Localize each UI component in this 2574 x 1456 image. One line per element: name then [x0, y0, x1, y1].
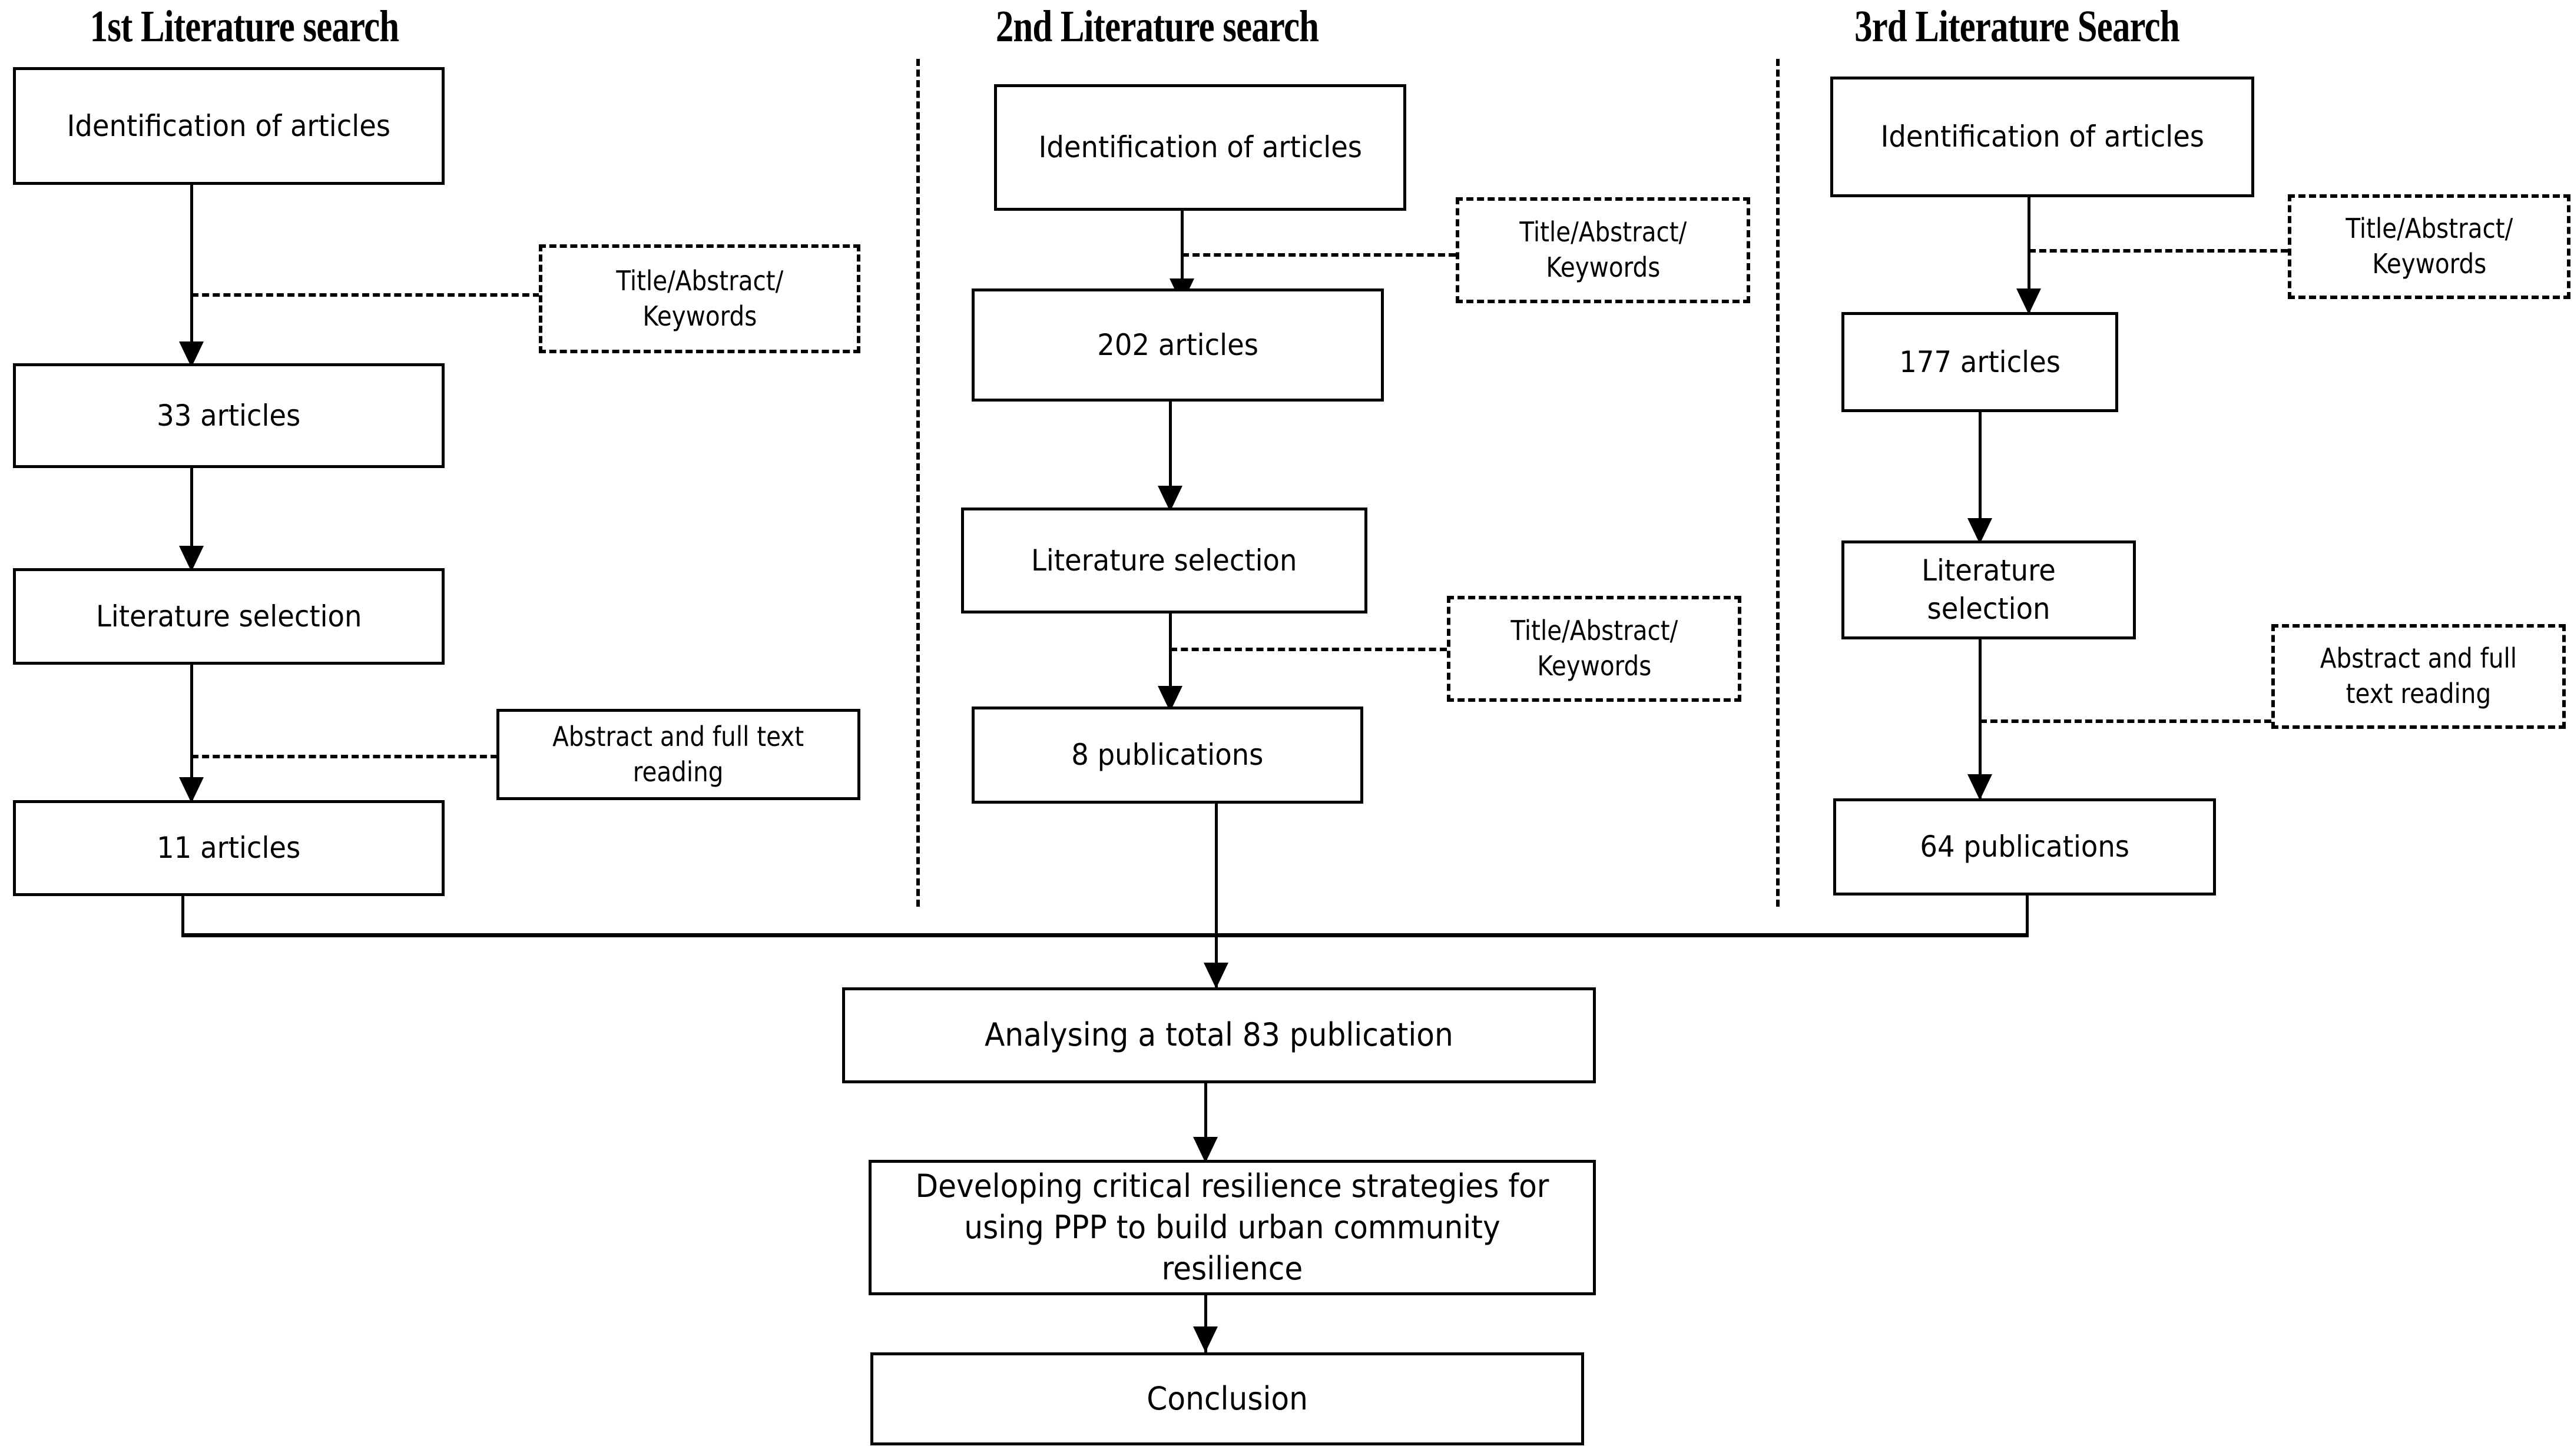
node-c1-selection[interactable]: Literature selection	[13, 568, 445, 665]
edge-c2-3	[1169, 613, 1172, 707]
edge-c1-2	[190, 468, 193, 568]
node-c2-selection[interactable]: Literature selection	[961, 508, 1367, 613]
annotation-c1-criteria-2[interactable]: Abstract and full text reading	[496, 709, 860, 800]
annotation-c3-criteria-1[interactable]: Title/Abstract/ Keywords	[2288, 194, 2570, 299]
arrowhead-c3-2	[1967, 518, 1992, 544]
annotation-c3-criteria-2[interactable]: Abstract and full text reading	[2271, 624, 2566, 729]
edge-c1-1	[190, 185, 193, 363]
node-c2-articles[interactable]: 202 articles	[972, 288, 1384, 402]
arrowhead-c1-1	[179, 341, 204, 367]
arrowhead-c1-2	[179, 546, 204, 572]
criteria-connector-c3-1	[2029, 249, 2288, 253]
node-developing[interactable]: Developing critical resilience strategie…	[869, 1160, 1596, 1295]
merge-bar	[181, 933, 2029, 937]
arrowhead-c3-1	[2016, 288, 2041, 314]
node-c3-identification[interactable]: Identification of articles	[1830, 77, 2254, 197]
criteria-connector-c2-1	[1182, 253, 1456, 257]
arrowhead-merged-1	[1193, 1137, 1218, 1163]
edge-c2-2	[1169, 402, 1172, 508]
column-title-search-3: 3rd Literature Search	[1854, 2, 2179, 51]
column-title-search-2: 2nd Literature search	[995, 2, 1319, 51]
annotation-c2-criteria-1[interactable]: Title/Abstract/ Keywords	[1456, 197, 1750, 303]
arrowhead-merge-center	[1204, 963, 1228, 989]
column-divider-2	[1776, 59, 1780, 907]
arrowhead-c2-2	[1158, 486, 1182, 512]
criteria-connector-c1-1	[191, 293, 540, 297]
node-c3-result[interactable]: 64 publications	[1833, 798, 2216, 896]
node-c3-articles[interactable]: 177 articles	[1841, 312, 2118, 412]
merge-drop-left	[181, 896, 184, 936]
node-analysing[interactable]: Analysing a total 83 publication	[842, 987, 1596, 1083]
criteria-connector-c2-2	[1170, 648, 1447, 651]
arrowhead-c1-3	[179, 777, 204, 803]
node-c3-selection[interactable]: Literature selection	[1841, 540, 2136, 639]
edge-c1-3	[190, 665, 193, 800]
merge-drop-center	[1215, 804, 1218, 987]
node-c1-articles[interactable]: 33 articles	[13, 363, 445, 468]
column-title-search-1: 1st Literature search	[90, 2, 399, 51]
edge-c3-3	[1979, 639, 1982, 798]
node-c1-identification[interactable]: Identification of articles	[13, 67, 445, 185]
annotation-c2-criteria-2[interactable]: Title/Abstract/ Keywords	[1447, 596, 1741, 702]
edge-c3-1	[2028, 197, 2030, 312]
column-divider-1	[916, 59, 920, 907]
node-conclusion[interactable]: Conclusion	[870, 1352, 1584, 1445]
criteria-connector-c1-2	[191, 755, 498, 758]
arrowhead-merged-2	[1193, 1326, 1218, 1352]
node-c2-result[interactable]: 8 publications	[972, 707, 1363, 804]
node-c2-identification[interactable]: Identification of articles	[994, 84, 1406, 211]
node-c1-result[interactable]: 11 articles	[13, 800, 445, 896]
merge-drop-right	[2026, 896, 2029, 936]
arrowhead-c3-3	[1967, 774, 1992, 800]
annotation-c1-criteria-1[interactable]: Title/Abstract/ Keywords	[539, 244, 860, 353]
criteria-connector-c3-2	[1980, 719, 2271, 723]
edge-merged-1	[1204, 1083, 1207, 1160]
edge-c3-2	[1979, 412, 1982, 542]
